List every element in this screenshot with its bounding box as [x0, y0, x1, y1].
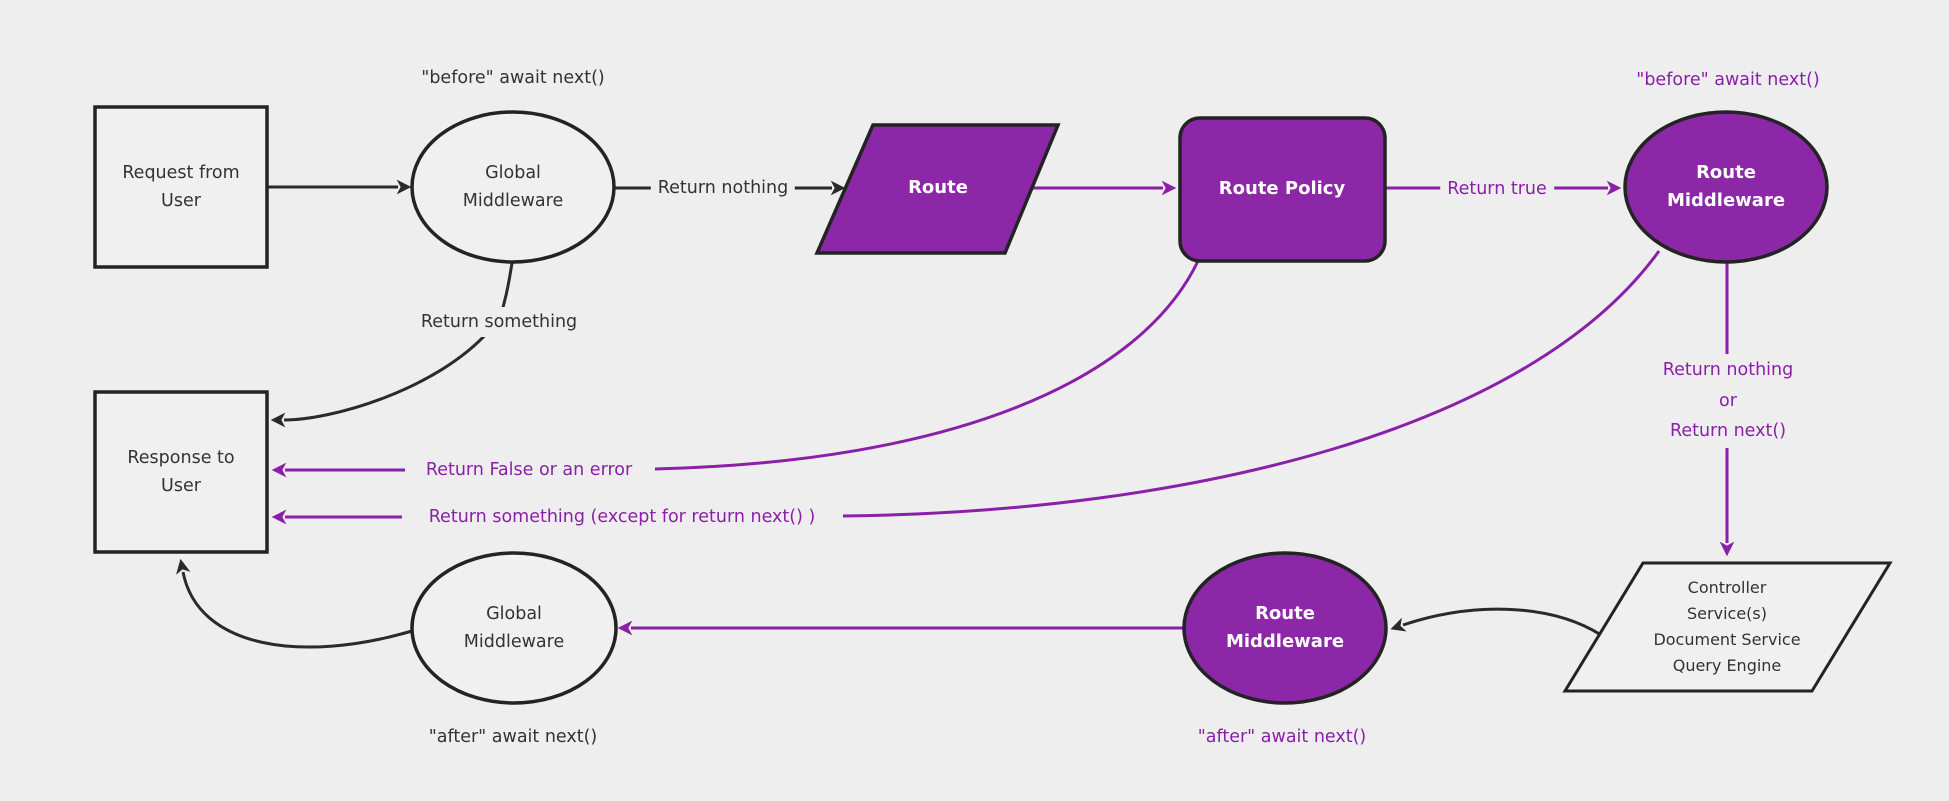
edge-route-middleware-return-something-curve: [842, 250, 1661, 518]
response-to-user-node: [93, 390, 269, 554]
edge-global-middleware-return-something-upper: [498, 262, 514, 318]
request-from-user-node: [93, 105, 269, 269]
route-middleware-top-node: [1623, 110, 1829, 264]
edge-global-middleware-bottom-to-response: [176, 558, 413, 649]
route-middleware-bottom-node: [1182, 551, 1388, 705]
edge-global-middleware-return-something-lower: [270, 329, 491, 428]
global-middleware-top-node: [410, 110, 616, 264]
edge-controller-to-route-middleware-bottom: [1390, 607, 1602, 637]
global-middleware-bottom-node: [410, 551, 618, 705]
route-policy-node: [1178, 116, 1387, 263]
edge-route-policy-return-false-curve: [654, 260, 1200, 471]
route-node: [814, 123, 1061, 255]
controller-services-node: [1562, 561, 1893, 693]
